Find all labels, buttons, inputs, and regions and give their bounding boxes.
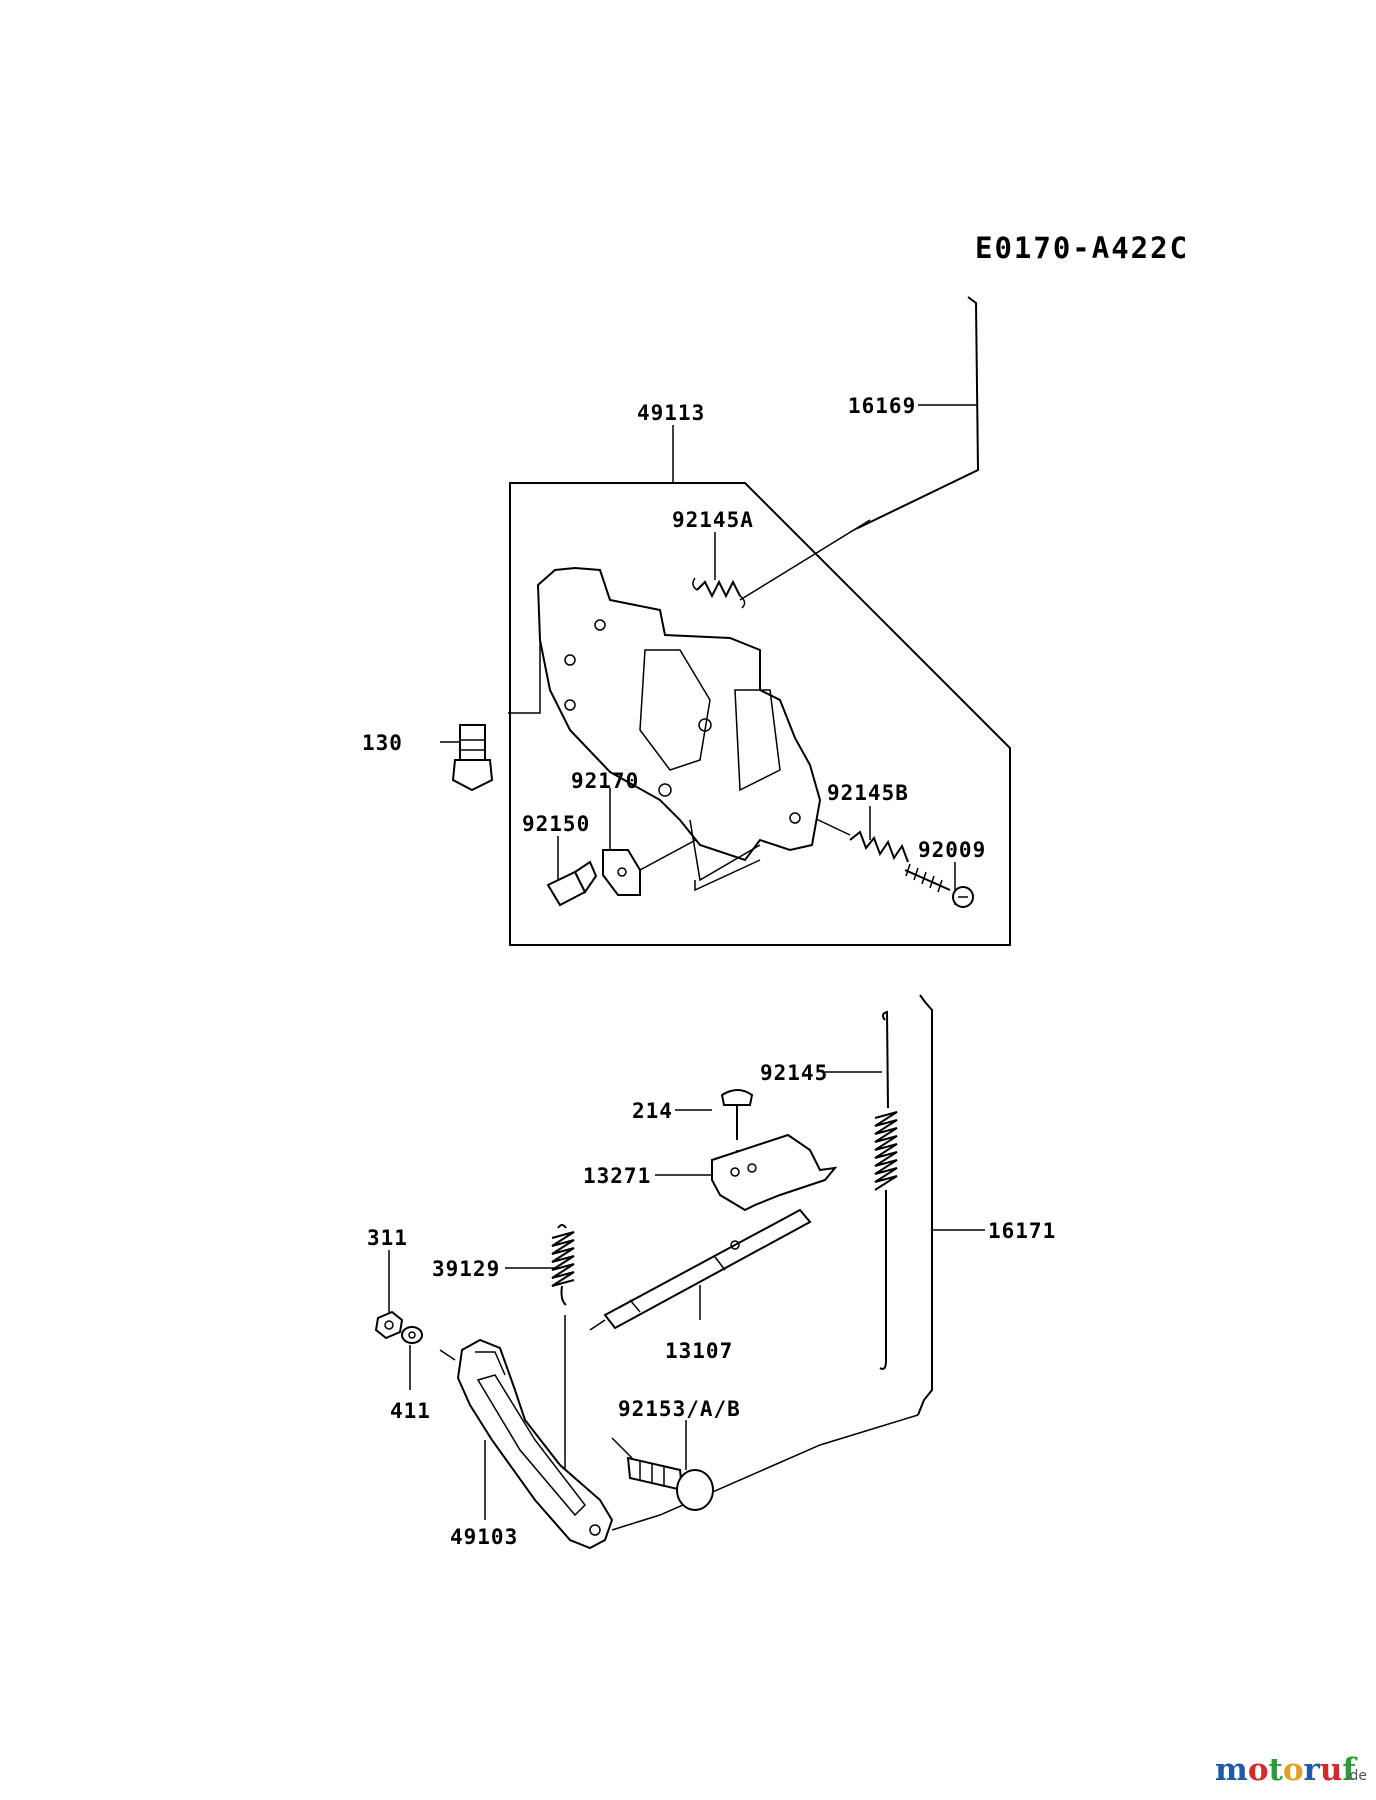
label-13107: 13107 [665,1339,733,1363]
label-16169: 16169 [848,394,916,418]
nut-311 [374,1310,404,1340]
label-311: 311 [367,1226,408,1250]
watermark-brand: motoruf [1215,1752,1357,1788]
shaft-13107 [589,1208,812,1331]
diagram-code: E0170-A422C [975,231,1189,265]
upper-assembly [440,296,1011,946]
watermark-letter-4: o [1283,1752,1304,1788]
washer-411 [401,1326,423,1344]
spring-92145b [849,830,909,863]
lever-49103 [456,1338,614,1550]
label-13271: 13271 [583,1164,651,1188]
label-214: 214 [632,1099,673,1123]
callout-labels: 49113 16169 92145A 130 92170 92150 92145… [362,394,1056,1549]
label-92145a: 92145A [672,508,754,532]
label-39129: 39129 [432,1257,500,1281]
watermark-letter-1: m [1215,1752,1248,1788]
spring-39129 [551,1224,575,1306]
watermark-tld: .de [1345,1768,1367,1784]
watermark-logo: motoruf .de [1215,1752,1367,1788]
label-92153: 92153/A/B [618,1397,741,1421]
control-plate [536,566,822,862]
label-411: 411 [390,1399,431,1423]
screw-92009 [904,863,974,908]
label-92150: 92150 [522,812,590,836]
clip-92170 [602,849,641,896]
label-92145b: 92145B [827,781,909,805]
rod-16171 [917,994,933,1416]
watermark-letter-5: r [1304,1752,1321,1788]
throttle-rod [857,296,980,529]
label-92145: 92145 [760,1061,828,1085]
watermark-letter-7: f [1342,1752,1357,1788]
label-49113: 49113 [637,401,705,425]
label-92170: 92170 [571,769,639,793]
watermark-letter-3: t [1269,1752,1284,1788]
spring-92145a [692,577,746,609]
spring-92145 [874,1010,898,1370]
bolt-130 [451,724,494,792]
bolt-92150 [546,860,598,907]
label-49103: 49103 [450,1525,518,1549]
watermark-letter-6: u [1320,1752,1343,1788]
watermark-letter-2: o [1248,1752,1269,1788]
assembly-frame-49113 [509,482,1011,946]
label-92009: 92009 [918,838,986,862]
lower-assembly [374,994,985,1550]
bracket-13271 [711,1133,838,1212]
label-130: 130 [362,731,403,755]
label-16171: 16171 [988,1219,1056,1243]
bolt-92153 [626,1456,714,1511]
